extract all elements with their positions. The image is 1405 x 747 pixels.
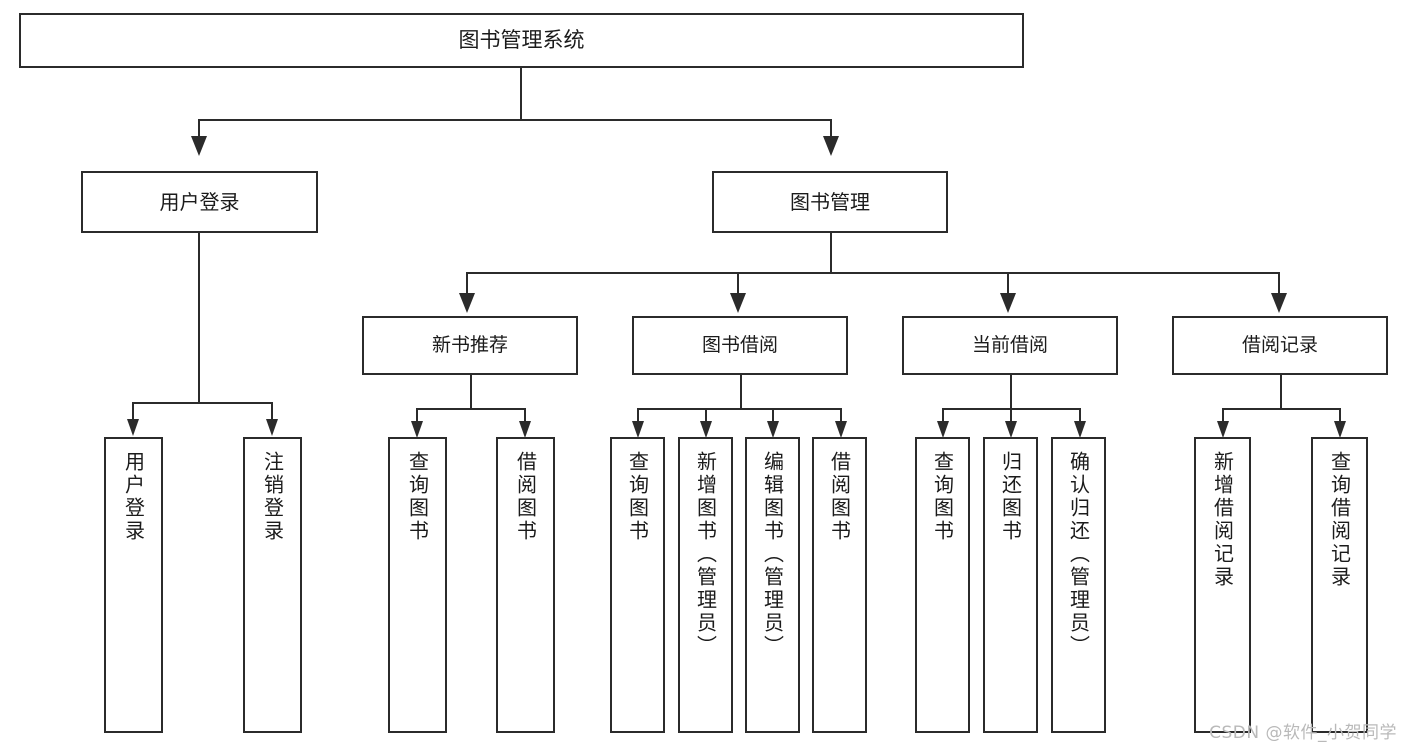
arrow-to-leaf-logout [266, 419, 278, 436]
connector-user-login-leg-1 [132, 402, 134, 420]
arrow-to-leaf-edit-book [767, 421, 779, 438]
node-book-manage[interactable]: 图书管理 [712, 171, 948, 233]
arrow-to-leaf-add-record [1217, 421, 1229, 438]
leaf-add-book-admin[interactable]: 新增图书（管理员） [678, 437, 733, 733]
connector-current-borrow-stem [1010, 375, 1012, 408]
arrow-to-leaf-query-book-2 [632, 421, 644, 438]
arrow-to-book-borrow [730, 293, 746, 313]
leaf-confirm-return-admin[interactable]: 确认归还（管理员） [1051, 437, 1106, 733]
arrow-to-leaf-user-login [127, 419, 139, 436]
node-current-borrow[interactable]: 当前借阅 [902, 316, 1118, 375]
connector-root-leg-right [830, 119, 832, 138]
connector-new-book-leg-1 [416, 408, 418, 422]
connector-user-login-bus [132, 402, 271, 404]
arrow-to-leaf-add-book [700, 421, 712, 438]
connector-borrow-record-bus [1222, 408, 1339, 410]
arrow-to-leaf-borrow-book-1 [519, 421, 531, 438]
node-label: 当前借阅 [971, 333, 1048, 356]
leaf-borrow-book-2[interactable]: 借阅图书 [812, 437, 867, 733]
arrow-to-leaf-query-book-1 [411, 421, 423, 438]
node-new-book-recommend[interactable]: 新书推荐 [362, 316, 578, 375]
leaf-edit-book-admin[interactable]: 编辑图书（管理员） [745, 437, 800, 733]
leaf-query-book-2[interactable]: 查询图书 [610, 437, 665, 733]
leaf-label: 编辑图书（管理员） [760, 451, 785, 658]
connector-current-borrow-leg-2 [1010, 408, 1012, 422]
node-label: 借阅记录 [1241, 333, 1318, 356]
node-label: 图书管理系统 [458, 27, 585, 52]
leaf-label: 新增图书（管理员） [693, 451, 718, 658]
connector-root-bus [198, 119, 832, 121]
arrow-to-book-manage [823, 136, 839, 156]
arrow-to-new-book-rec [459, 293, 475, 313]
arrow-to-borrow-record [1271, 293, 1287, 313]
connector-book-manage-bus [466, 272, 1280, 274]
arrow-to-current-borrow [1000, 293, 1016, 313]
node-label: 图书借阅 [701, 333, 778, 356]
node-borrow-record[interactable]: 借阅记录 [1172, 316, 1388, 375]
leaf-logout[interactable]: 注销登录 [243, 437, 302, 733]
leaf-borrow-book-1[interactable]: 借阅图书 [496, 437, 555, 733]
leaf-query-book-3[interactable]: 查询图书 [915, 437, 970, 733]
connector-current-borrow-leg-3 [1079, 408, 1081, 422]
connector-new-book-bus [416, 408, 524, 410]
connector-book-borrow-stem [740, 375, 742, 408]
connector-current-borrow-leg-1 [942, 408, 944, 422]
leaf-label: 确认归还（管理员） [1066, 451, 1091, 658]
connector-book-borrow-bus [637, 408, 840, 410]
leaf-label: 借阅图书 [827, 451, 852, 543]
connector-root-stem [520, 68, 522, 119]
leaf-label: 查询借阅记录 [1327, 451, 1352, 589]
connector-book-manage-stem [830, 233, 832, 272]
connector-user-login-stem [198, 233, 200, 402]
connector-book-borrow-leg-4 [840, 408, 842, 422]
connector-book-borrow-leg-1 [637, 408, 639, 422]
node-user-login[interactable]: 用户登录 [81, 171, 318, 233]
csdn-watermark: CSDN @软件_小贺同学 [1209, 723, 1397, 743]
connector-book-borrow-leg-2 [705, 408, 707, 422]
leaf-label: 注销登录 [260, 451, 285, 543]
arrow-to-leaf-query-record [1334, 421, 1346, 438]
leaf-label: 查询图书 [405, 451, 430, 543]
connector-borrow-record-leg-1 [1222, 408, 1224, 422]
arrow-to-user-login [191, 136, 207, 156]
connector-book-manage-leg-3 [1007, 272, 1009, 294]
node-label: 图书管理 [790, 189, 870, 214]
node-label: 新书推荐 [431, 333, 508, 356]
arrow-to-leaf-query-book-3 [937, 421, 949, 438]
node-book-borrow[interactable]: 图书借阅 [632, 316, 848, 375]
arrow-to-leaf-borrow-book-2 [835, 421, 847, 438]
node-label: 用户登录 [159, 189, 240, 214]
connector-book-manage-leg-1 [466, 272, 468, 294]
leaf-query-book-1[interactable]: 查询图书 [388, 437, 447, 733]
leaf-label: 用户登录 [121, 451, 146, 543]
arrow-to-leaf-return-book [1005, 421, 1017, 438]
leaf-user-login[interactable]: 用户登录 [104, 437, 163, 733]
leaf-add-borrow-record[interactable]: 新增借阅记录 [1194, 437, 1251, 733]
connector-borrow-record-leg-2 [1339, 408, 1341, 422]
leaf-label: 查询图书 [930, 451, 955, 543]
leaf-label: 借阅图书 [513, 451, 538, 543]
node-root-system[interactable]: 图书管理系统 [19, 13, 1024, 68]
leaf-return-book[interactable]: 归还图书 [983, 437, 1038, 733]
connector-new-book-leg-2 [524, 408, 526, 422]
leaf-label: 查询图书 [625, 451, 650, 543]
connector-book-manage-leg-4 [1278, 272, 1280, 294]
connector-new-book-stem [470, 375, 472, 408]
connector-root-leg-left [198, 119, 200, 138]
arrow-to-leaf-confirm-return [1074, 421, 1086, 438]
connector-book-borrow-leg-3 [772, 408, 774, 422]
connector-borrow-record-stem [1280, 375, 1282, 408]
leaf-label: 归还图书 [998, 451, 1023, 543]
connector-user-login-leg-2 [271, 402, 273, 420]
leaf-query-borrow-record[interactable]: 查询借阅记录 [1311, 437, 1368, 733]
leaf-label: 新增借阅记录 [1210, 451, 1235, 589]
connector-book-manage-leg-2 [737, 272, 739, 294]
